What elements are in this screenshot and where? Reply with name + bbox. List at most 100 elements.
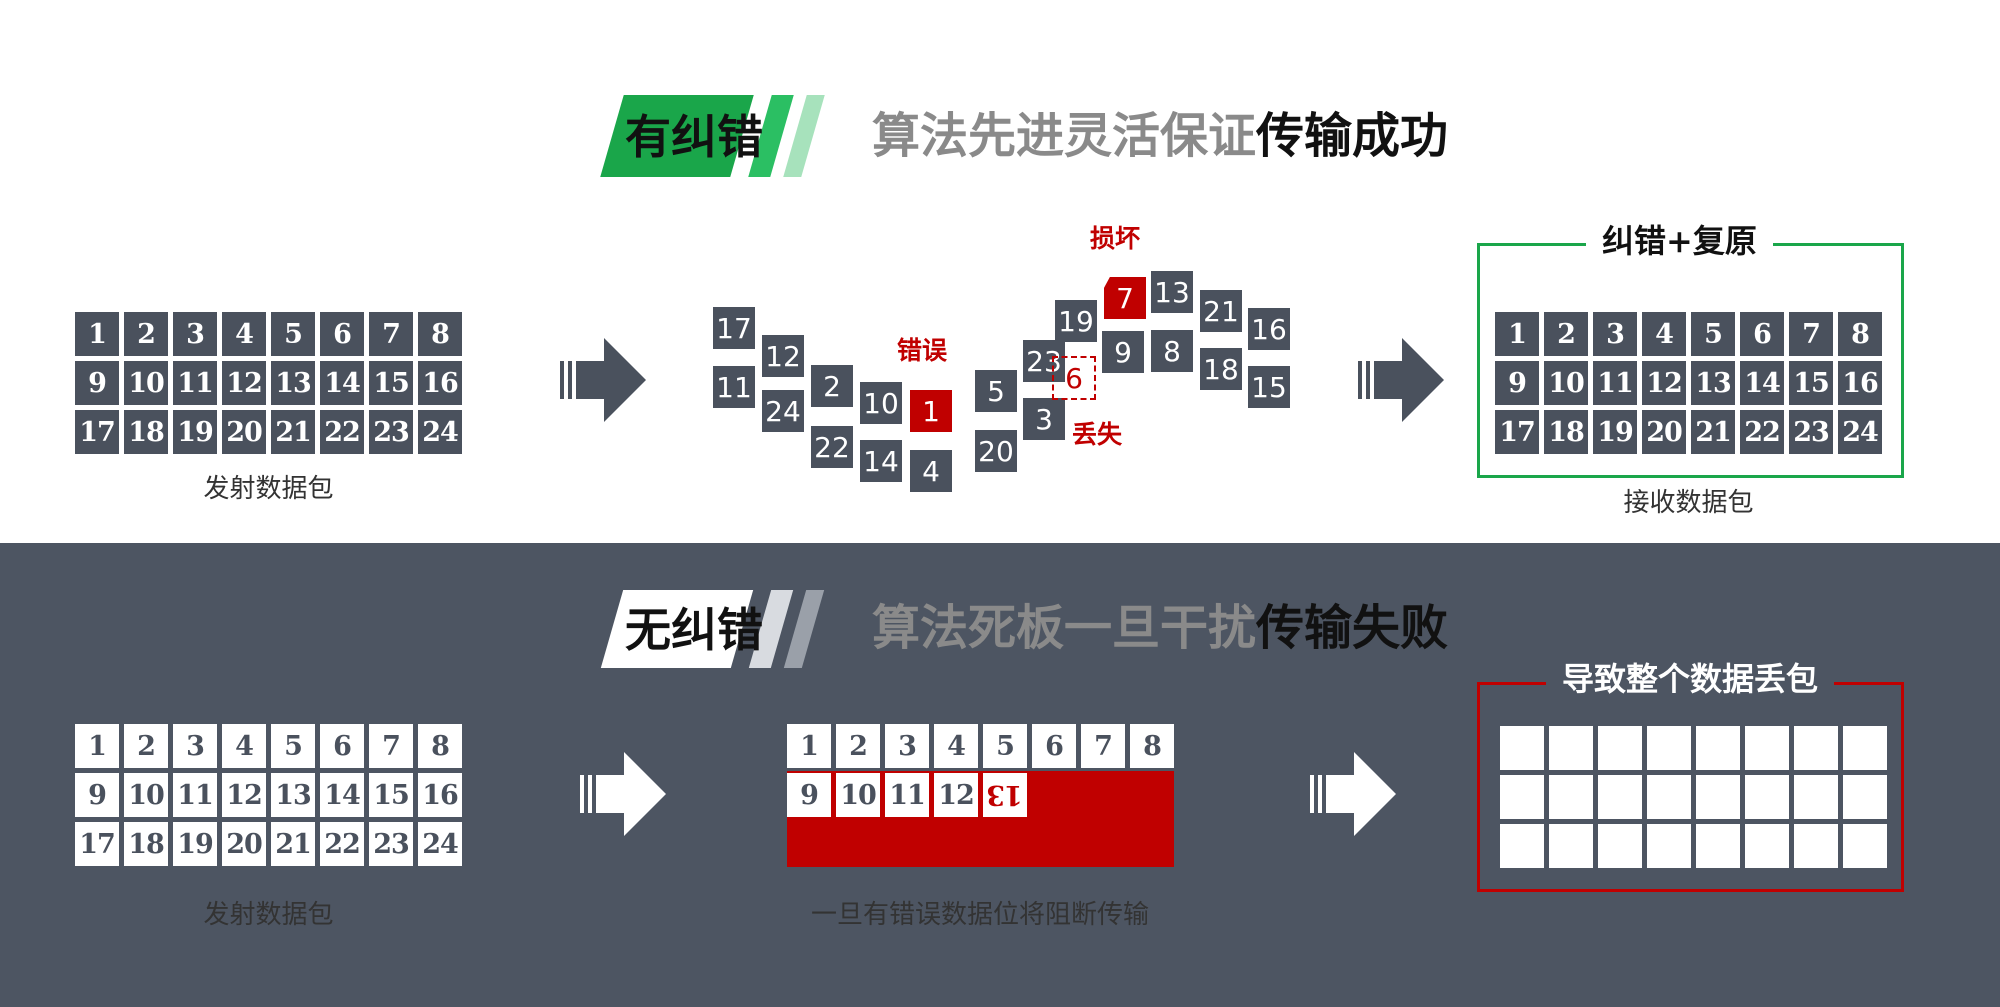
lost-packet-cell — [1500, 726, 1544, 770]
lost-packet-cell — [1500, 775, 1544, 819]
packet-normal: 23 — [1023, 340, 1065, 382]
packet-normal: 24 — [762, 390, 804, 432]
lost-packet-cell — [1794, 824, 1838, 868]
packet-cell: 18 — [124, 410, 168, 454]
packet-cell: 4 — [222, 312, 266, 356]
packet-normal: 11 — [713, 366, 755, 408]
packet-normal: 9 — [1102, 331, 1144, 373]
arrow-right-icon — [1358, 338, 1444, 422]
packet-cell: 5 — [983, 724, 1027, 768]
packet-cell: 7 — [1789, 312, 1833, 356]
packet-damaged: 7 — [1104, 277, 1146, 319]
packet-cell: 6 — [1740, 312, 1784, 356]
lost-packet-cell — [1500, 824, 1544, 868]
lost-packet-cell — [1745, 726, 1789, 770]
fail-box-title: 导致整个数据丢包 — [1546, 659, 1835, 699]
packet-error: 1 — [910, 390, 952, 432]
packet-cell: 16 — [418, 773, 462, 817]
packet-cell: 1 — [1495, 312, 1539, 356]
lost-packet-cell — [1696, 775, 1740, 819]
packet-cell: 2 — [1544, 312, 1588, 356]
lost-packet-cell — [1843, 726, 1887, 770]
receive-box-title: 纠错+复原 — [1586, 221, 1773, 261]
packet-cell: 2 — [836, 724, 880, 768]
packet-normal: 20 — [975, 430, 1017, 472]
packet-cell: 22 — [1740, 410, 1784, 454]
packet-normal: 3 — [1023, 398, 1065, 440]
packet-cell: 22 — [320, 822, 364, 866]
packet-cell: 20 — [1642, 410, 1686, 454]
packet-cell: 7 — [1081, 724, 1125, 768]
packet-cell: 10 — [1544, 361, 1588, 405]
arrow-right-icon — [1310, 752, 1396, 836]
label-error: 错误 — [897, 336, 948, 365]
label-lost: 丢失 — [1072, 420, 1123, 449]
packet-cell: 20 — [222, 822, 266, 866]
packet-cell: 23 — [369, 822, 413, 866]
packet-normal: 19 — [1055, 300, 1097, 342]
packet-cell: 14 — [1740, 361, 1784, 405]
packet-cell: 22 — [320, 410, 364, 454]
packet-normal: 8 — [1151, 330, 1193, 372]
packet-cell: 8 — [1838, 312, 1882, 356]
packet-cell: 4 — [1642, 312, 1686, 356]
bottom-headline: 算法死板一旦干扰传输失败 — [872, 598, 1448, 658]
packet-cell: 11 — [885, 773, 929, 817]
packet-cell: 4 — [222, 724, 266, 768]
packet-cell: 6 — [320, 312, 364, 356]
packet-cell: 8 — [1130, 724, 1174, 768]
packet-normal: 4 — [910, 450, 952, 492]
packet-normal: 12 — [762, 335, 804, 377]
lost-packet-cell — [1794, 775, 1838, 819]
packet-normal: 13 — [1151, 271, 1193, 313]
packet-cell: 24 — [418, 410, 462, 454]
lost-packet-cell — [1647, 824, 1691, 868]
packet-normal: 5 — [975, 370, 1017, 412]
packet-cell: 15 — [369, 773, 413, 817]
packet-cell: 9 — [787, 773, 831, 817]
blocked-region-row3 — [787, 820, 1174, 867]
packet-cell: 13 — [271, 361, 315, 405]
packet-cell: 3 — [885, 724, 929, 768]
packet-cell: 12 — [222, 361, 266, 405]
packet-cell: 9 — [75, 361, 119, 405]
packet-cell: 17 — [75, 410, 119, 454]
send-caption: 发射数据包 — [203, 474, 334, 504]
lost-packet-cell — [1549, 726, 1593, 770]
packet-cell: 10 — [124, 361, 168, 405]
packet-cell: 9 — [75, 773, 119, 817]
packet-cell: 13 — [271, 773, 315, 817]
packet-cell: 6 — [1032, 724, 1076, 768]
packet-cell: 19 — [1593, 410, 1637, 454]
packet-cell: 4 — [934, 724, 978, 768]
packet-cell: 23 — [1789, 410, 1833, 454]
top-headline: 算法先进灵活保证传输成功 — [872, 106, 1448, 166]
packet-cell: 1 — [75, 312, 119, 356]
packet-cell: 11 — [173, 773, 217, 817]
packet-cell: 10 — [124, 773, 168, 817]
packet-normal: 18 — [1200, 348, 1242, 390]
packet-cell: 12 — [934, 773, 978, 817]
packet-cell: 18 — [1544, 410, 1588, 454]
packet-normal: 17 — [713, 307, 755, 349]
packet-cell: 7 — [369, 724, 413, 768]
packet-cell: 6 — [320, 724, 364, 768]
packet-cell: 9 — [1495, 361, 1539, 405]
packet-cell: 16 — [418, 361, 462, 405]
error-packet-cell: 13 — [983, 773, 1027, 817]
packet-cell: 12 — [222, 773, 266, 817]
packet-cell: 10 — [836, 773, 880, 817]
packet-cell: 5 — [271, 724, 315, 768]
packet-cell: 18 — [124, 822, 168, 866]
packet-cell: 23 — [369, 410, 413, 454]
top-headline-strong: 传输成功 — [1256, 108, 1449, 164]
packet-cell: 14 — [320, 773, 364, 817]
arrow-right-icon — [560, 338, 646, 422]
send-caption-bottom: 发射数据包 — [203, 900, 334, 930]
lost-packet-cell — [1696, 726, 1740, 770]
lost-packet-cell — [1549, 775, 1593, 819]
packet-cell: 13 — [1691, 361, 1735, 405]
